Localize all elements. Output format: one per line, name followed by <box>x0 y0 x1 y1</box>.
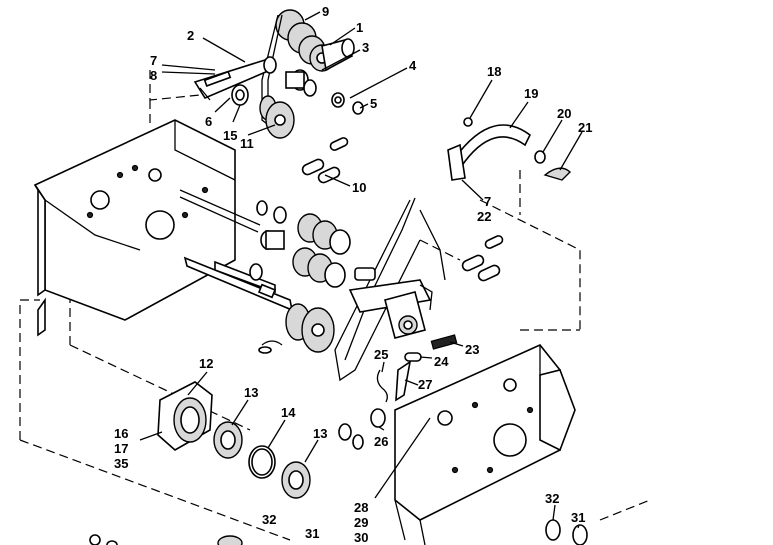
callout-25: 25 <box>374 347 388 362</box>
callout-19: 19 <box>524 86 538 101</box>
assembly-dashed-outlines <box>19 70 651 541</box>
callout-3: 3 <box>362 40 369 55</box>
upper-sprocket-cluster <box>275 9 355 72</box>
callout-2: 2 <box>187 28 194 43</box>
callout-9: 9 <box>322 4 329 19</box>
callout-16: 16 <box>114 426 128 441</box>
right-side-plate <box>394 344 576 545</box>
callout-26: 26 <box>374 434 388 449</box>
small-sprocket-11 <box>259 95 295 139</box>
small-hardware-24-27 <box>370 352 422 428</box>
shaft-washers <box>249 200 287 281</box>
spline-couplers <box>292 213 351 288</box>
callout-29: 29 <box>354 515 368 530</box>
callout-23: 23 <box>465 342 479 357</box>
connector-links-10 <box>301 137 349 184</box>
callout-22: 22 <box>477 209 491 224</box>
left-side-plate <box>33 119 236 337</box>
bottom-hardware <box>89 519 588 545</box>
bearing-housing-12 <box>157 381 213 451</box>
callout-13-b: 13 <box>313 426 327 441</box>
callout-21: 21 <box>578 120 592 135</box>
drive-chain <box>334 197 446 382</box>
callout-4: 4 <box>409 58 417 73</box>
callout-28: 28 <box>354 500 368 515</box>
callout-1: 1 <box>356 20 363 35</box>
callout-10: 10 <box>352 180 366 195</box>
callout-32-right: 32 <box>545 491 559 506</box>
callout-labels: 1 2 3 4 5 6 7 8 9 10 11 12 13 14 13 15 1… <box>114 4 592 545</box>
leader-lines <box>139 11 583 529</box>
callout-20: 20 <box>557 106 571 121</box>
callout-15: 15 <box>223 128 237 143</box>
callout-7-right: 7 <box>484 194 491 209</box>
callout-31-left: 31 <box>305 526 319 541</box>
callout-13-a: 13 <box>244 385 258 400</box>
lower-sprocket <box>258 303 335 354</box>
bearings-13 <box>213 421 364 499</box>
callout-6: 6 <box>205 114 212 129</box>
callout-18: 18 <box>487 64 501 79</box>
callout-17: 17 <box>114 441 128 456</box>
chain-guard-18-21 <box>447 117 572 181</box>
connector-links-right <box>461 235 504 282</box>
callout-30: 30 <box>354 530 368 545</box>
tensioner-assembly <box>348 267 433 339</box>
callout-11: 11 <box>240 136 254 151</box>
spring-23 <box>430 334 458 350</box>
callout-32-left: 32 <box>262 512 276 527</box>
callout-5: 5 <box>370 96 377 111</box>
callout-35: 35 <box>114 456 128 471</box>
callout-12: 12 <box>199 356 213 371</box>
callout-8: 8 <box>150 68 157 83</box>
spacers-and-washers-top <box>231 56 364 115</box>
callout-27: 27 <box>418 377 432 392</box>
callout-31-right: 31 <box>571 510 585 525</box>
callout-24: 24 <box>434 354 449 369</box>
callout-14: 14 <box>281 405 296 420</box>
callout-7-top: 7 <box>150 53 157 68</box>
